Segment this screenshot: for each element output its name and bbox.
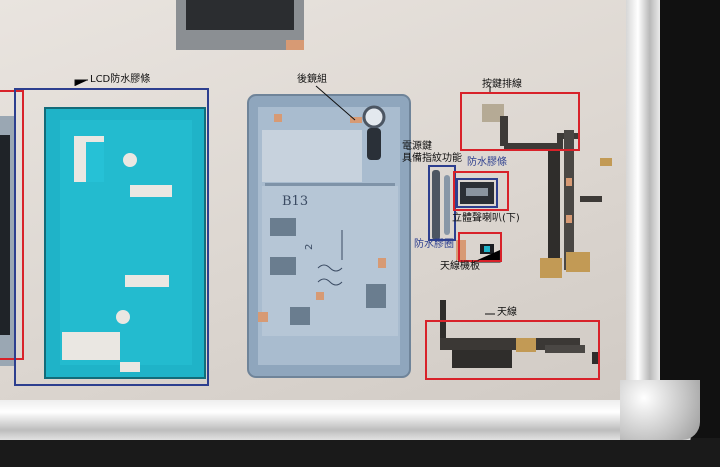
power-key-label: 電源鍵 (402, 141, 432, 152)
table-surface (0, 438, 720, 467)
waterproof-ring-label: 防水膠圈 (414, 239, 454, 250)
button-flex-box (460, 92, 580, 151)
antenna-label: 天線 (497, 307, 517, 318)
frame-corner (620, 380, 700, 440)
power-key-box (428, 165, 456, 241)
speaker-module (460, 182, 494, 204)
waterproof-tape-label: 防水膠條 (467, 157, 507, 168)
left-partial-part (0, 116, 16, 366)
button-flex-cable (482, 104, 612, 278)
top-metal-plate (176, 0, 304, 50)
lcd-tape-box (14, 88, 209, 386)
left-red-box (0, 90, 24, 360)
antenna-box (425, 320, 600, 380)
rear-cam-label: 後鏡組 (297, 74, 327, 85)
svg-text:2: 2 (304, 244, 315, 250)
phone-mid-frame: 2 (247, 94, 411, 378)
waterproof-tape-box (456, 178, 498, 208)
antenna-board-box (458, 232, 502, 262)
lcd-tape-leader (74, 79, 88, 86)
antenna-board-part (480, 244, 494, 254)
speaker-label: 立體聲喇叭(下) (452, 213, 520, 224)
power-key-parts (432, 170, 466, 260)
antenna-board-label: 天線機板 (440, 261, 480, 272)
lcd-waterproof-tape (44, 107, 206, 379)
speaker-box (453, 171, 509, 211)
handwritten-frame-code: B13 (282, 194, 309, 209)
lcd-tape-label: LCD防水膠條 (90, 74, 151, 85)
rear-cam-leader (315, 85, 356, 121)
fingerprint-label: 具備指紋功能 (402, 153, 462, 164)
frame-right-edge (626, 0, 660, 430)
frame-bottom-edge (0, 400, 697, 440)
button-flex-label: 按鍵排線 (482, 79, 522, 90)
